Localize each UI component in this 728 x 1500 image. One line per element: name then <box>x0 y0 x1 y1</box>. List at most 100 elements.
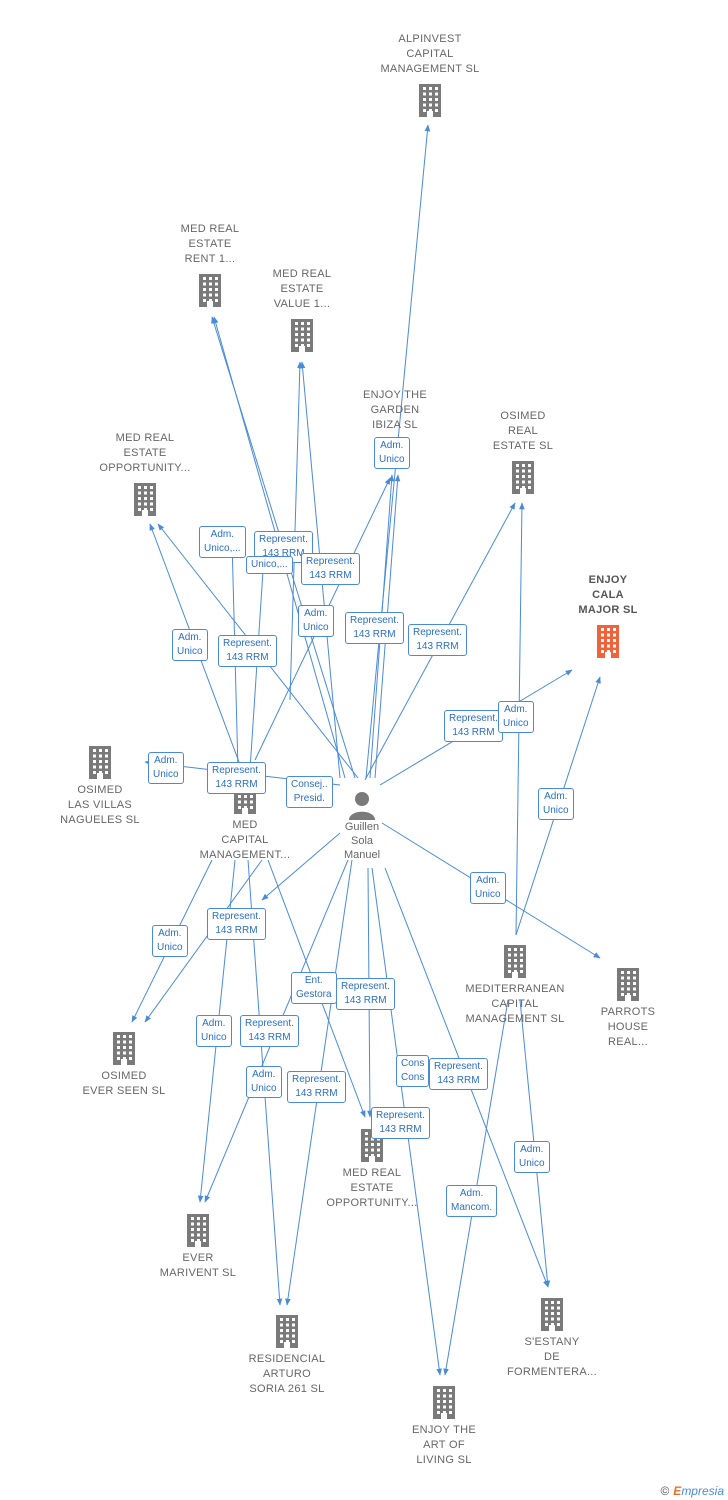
edge-label-l11[interactable]: Represent.143 RRM <box>444 710 503 742</box>
edge-label-line: Adm. <box>202 1018 226 1029</box>
edge-label-line: Represent. <box>259 534 308 545</box>
relation-edge <box>144 859 263 1023</box>
edge-label-l9[interactable]: Adm.Unico <box>172 629 208 661</box>
edge-label-line: Adm. <box>304 608 328 619</box>
edge-label-line: Adm. <box>476 875 500 886</box>
edge-label-l23[interactable]: Represent. 143 RRM <box>240 1015 299 1047</box>
edge-label-line: Unico <box>201 1032 227 1043</box>
footer-credit: ©Empresia <box>660 1484 724 1498</box>
edge-label-l18[interactable]: Represent.143 RRM <box>207 908 266 940</box>
building-icon <box>433 1386 455 1419</box>
company-name-line: LAS VILLAS <box>67 799 133 811</box>
edge-label-l25[interactable]: Represent.143 RRM <box>287 1071 346 1103</box>
company-name-line: OSIMED <box>77 784 123 796</box>
relation-edge <box>261 832 341 901</box>
edge-label-line: 143 RRM <box>344 995 387 1006</box>
edge-label-line: Unico <box>153 769 179 780</box>
edge-label-l22[interactable]: Adm. Unico <box>196 1015 232 1047</box>
edge-label-line: Represent. <box>341 981 390 992</box>
company-name-line: S'ESTANY <box>524 1336 580 1348</box>
edge-label-l28[interactable]: Represent.143 RRM <box>371 1107 430 1139</box>
edge-label-line: Unico <box>503 718 529 729</box>
edge-label-l27[interactable]: Represent.143 RRM <box>429 1058 488 1090</box>
edge-label-line: Unico <box>543 805 569 816</box>
edge-label-l5[interactable]: Represent.143 RRM <box>301 553 360 585</box>
edge-label-line: 143 RRM <box>248 1032 291 1043</box>
edge-label-line: 143 RRM <box>215 925 258 936</box>
edge-label-l29[interactable]: Adm.Unico <box>514 1141 550 1173</box>
person-name: Guillen Sola Manuel <box>343 821 381 861</box>
edge-label-line: Adm. <box>504 704 528 715</box>
edge-label-l1[interactable]: Adm.Unico <box>374 437 410 469</box>
company-name-line: MANAGEMENT SL <box>380 63 480 75</box>
company-name-line: MED REAL <box>272 268 332 280</box>
company-name-line: PARROTS <box>600 1006 656 1018</box>
company-name-line: OSIMED <box>500 410 546 422</box>
edge-label-l16[interactable]: Adm.Unico <box>538 788 574 820</box>
edge-label-line: Adm. <box>252 1069 276 1080</box>
edge-label-line: Represent. <box>449 713 498 724</box>
edge-label-l30[interactable]: Adm.Mancom. <box>446 1185 498 1217</box>
edge-label-line: Represent. <box>245 1018 294 1029</box>
building-icon <box>419 84 441 117</box>
company-name-line: ARTURO <box>262 1368 312 1380</box>
edge-label-l7[interactable]: Represent.143 RRM <box>345 612 404 644</box>
edge-label-l14[interactable]: Represent.143 RRM <box>207 762 266 794</box>
company-name-line: ENJOY THE <box>411 1424 477 1436</box>
edge-label-l17[interactable]: Adm.Unico <box>470 872 506 904</box>
brand-logo-text[interactable]: mpresia <box>681 1484 724 1498</box>
edge-label-l20[interactable]: Ent.Gestora <box>291 972 337 1004</box>
edge-label-line: Represent. <box>223 638 272 649</box>
edge-label-l4[interactable]: Unico,... <box>246 556 293 574</box>
edge-label-line: Unico <box>303 622 329 633</box>
edge-label-line: Consej.. <box>291 779 328 790</box>
edge-label-l2[interactable]: Adm.Unico,... <box>199 526 246 558</box>
edge-label-l8[interactable]: Represent. 143 RRM <box>408 624 467 656</box>
building-icon <box>199 274 221 307</box>
company-name-line: SORIA 261 SL <box>249 1383 325 1395</box>
edge-label-line: Adm. <box>380 440 404 451</box>
edge-label-line: Presid. <box>293 793 325 804</box>
building-icon <box>512 461 534 494</box>
person-node[interactable]: Guillen Sola Manuel <box>337 790 387 862</box>
edge-label-line: Unico,... <box>204 543 241 554</box>
edge-label-line: 143 RRM <box>215 779 258 790</box>
company-name-line: ESTATE <box>350 1182 394 1194</box>
company-name-line: CAPITAL <box>221 834 269 846</box>
building-icon <box>504 945 526 978</box>
edge-label-l10[interactable]: Represent.143 RRM <box>218 635 277 667</box>
edge-label-line: Represent. <box>413 627 462 638</box>
edge-label-l6[interactable]: Adm. Unico <box>298 605 334 637</box>
edge-label-l24[interactable]: Adm.Unico <box>246 1066 282 1098</box>
edge-label-line: Unico <box>157 942 183 953</box>
company-name-line: ENJOY THE <box>362 389 428 401</box>
edge-label-l13[interactable]: Adm.Unico <box>148 752 184 784</box>
edge-label-l15[interactable]: Consej.. Presid. <box>286 776 333 808</box>
building-icon <box>89 746 111 779</box>
edge-label-l19[interactable]: Adm.Unico <box>152 925 188 957</box>
edge-label-line: 143 RRM <box>416 641 459 652</box>
edge-label-l21[interactable]: Represent. 143 RRM <box>336 978 395 1010</box>
edge-label-l12[interactable]: Adm. Unico <box>498 701 534 733</box>
